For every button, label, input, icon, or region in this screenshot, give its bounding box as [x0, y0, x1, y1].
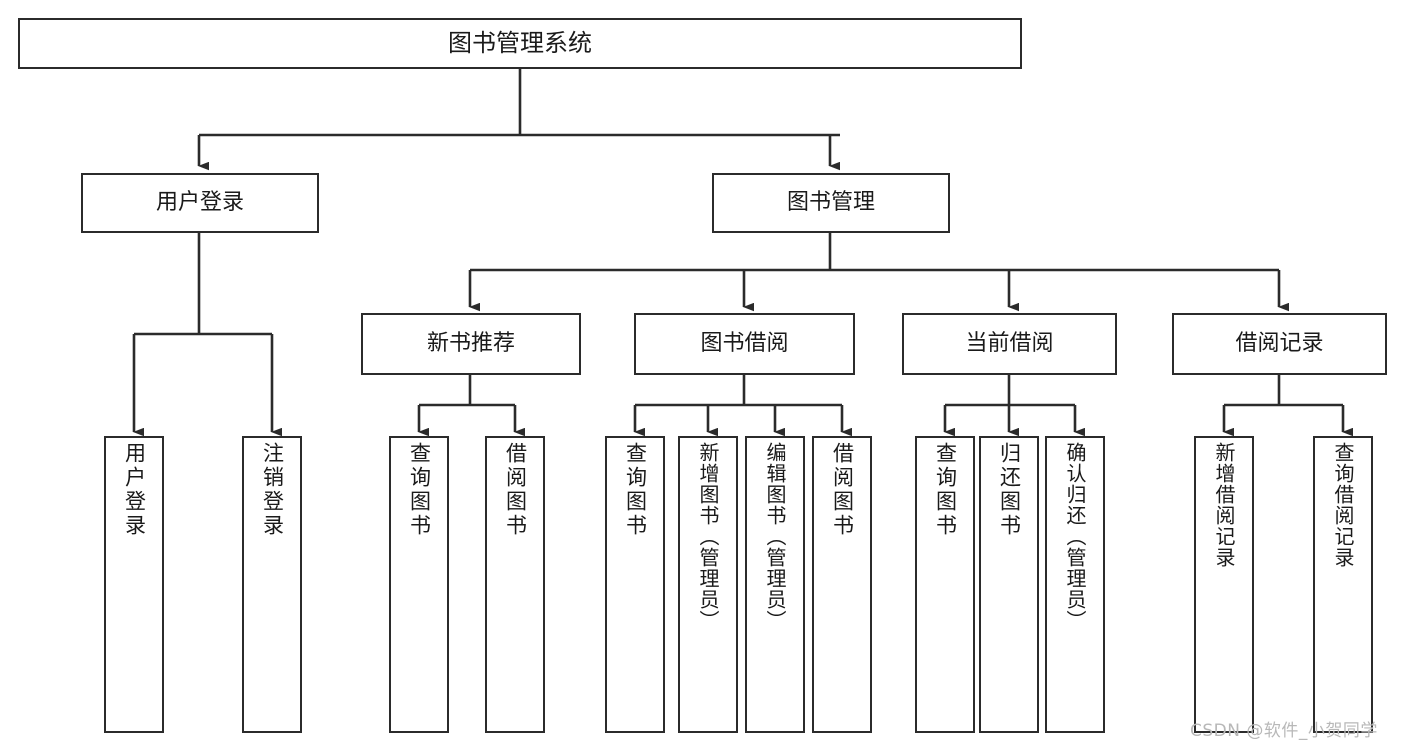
leaf-borrow-book[interactable]: 借阅图书 [812, 436, 872, 733]
node-label: 图书管理 [786, 190, 875, 216]
node-borrow-record[interactable]: 借阅记录 [1172, 313, 1387, 375]
node-label: 查询图书 [933, 442, 958, 538]
leaf-query-book-borrow[interactable]: 查询图书 [605, 436, 665, 733]
leaf-query-borrow-record[interactable]: 查询借阅记录 [1313, 436, 1373, 733]
node-book-management-module[interactable]: 图书管理 [712, 173, 950, 233]
node-user-login-module[interactable]: 用户登录 [81, 173, 319, 233]
csdn-watermark: CSDN @软件_小贺同学 [1190, 721, 1378, 741]
node-label: 图书借阅 [700, 331, 789, 357]
leaf-add-book-admin[interactable]: 新增图书（管理员） [678, 436, 738, 733]
node-label: 新书推荐 [426, 331, 515, 357]
leaf-user-logout[interactable]: 注销登录 [242, 436, 302, 733]
node-book-borrow[interactable]: 图书借阅 [634, 313, 855, 375]
node-label: 新增图书（管理员） [696, 442, 720, 631]
leaf-borrow-book-recommend[interactable]: 借阅图书 [485, 436, 545, 733]
node-root-system[interactable]: 图书管理系统 [18, 18, 1022, 69]
node-new-book-recommend[interactable]: 新书推荐 [361, 313, 581, 375]
leaf-confirm-return-admin[interactable]: 确认归还（管理员） [1045, 436, 1105, 733]
leaf-add-borrow-record[interactable]: 新增借阅记录 [1194, 436, 1254, 733]
node-label: 查询图书 [623, 442, 648, 538]
node-label: 借阅记录 [1235, 331, 1324, 357]
node-label: 确认归还（管理员） [1063, 442, 1087, 631]
node-label: 借阅图书 [503, 442, 528, 538]
node-label: 注销登录 [260, 442, 285, 538]
node-label: 查询借阅记录 [1331, 442, 1355, 568]
node-label: 用户登录 [155, 190, 244, 216]
node-label: 新增借阅记录 [1212, 442, 1236, 568]
node-label: 查询图书 [407, 442, 432, 538]
node-label: 归还图书 [997, 442, 1022, 538]
node-current-borrow[interactable]: 当前借阅 [902, 313, 1117, 375]
node-label: 借阅图书 [830, 442, 855, 538]
leaf-return-book[interactable]: 归还图书 [979, 436, 1039, 733]
node-label: 编辑图书（管理员） [763, 442, 787, 631]
leaf-edit-book-admin[interactable]: 编辑图书（管理员） [745, 436, 805, 733]
node-label: 用户登录 [122, 442, 147, 538]
node-label: 当前借阅 [965, 331, 1054, 357]
node-label: 图书管理系统 [448, 29, 592, 58]
leaf-query-book-recommend[interactable]: 查询图书 [389, 436, 449, 733]
leaf-query-book-current[interactable]: 查询图书 [915, 436, 975, 733]
leaf-user-login[interactable]: 用户登录 [104, 436, 164, 733]
